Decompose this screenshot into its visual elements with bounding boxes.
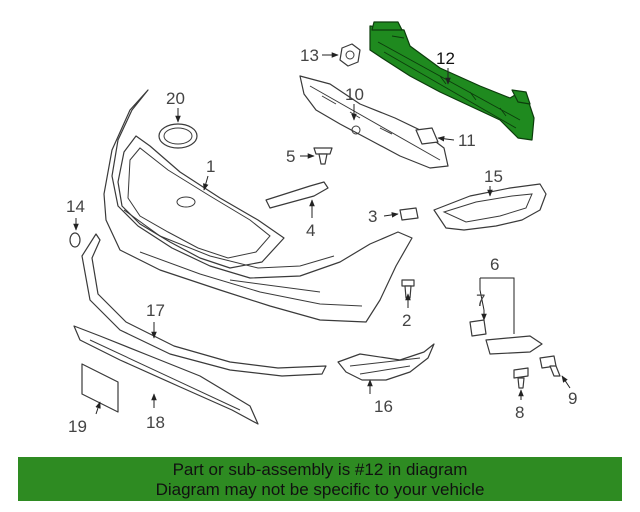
parts-diagram: 12 13 10 11 5 20 1 15 4 3 14 6 7 2 17 16… bbox=[66, 21, 577, 436]
part-11-bracket[interactable] bbox=[415, 127, 439, 145]
part-9-screw[interactable] bbox=[539, 355, 561, 377]
part-6-reflector[interactable] bbox=[485, 335, 543, 355]
part-12-reinforcement-beam[interactable] bbox=[369, 21, 535, 141]
callout-17: 17 bbox=[146, 301, 165, 320]
callout-9: 9 bbox=[568, 389, 577, 408]
part-15-fog-lamp-bezel[interactable] bbox=[433, 183, 547, 231]
callout-13: 13 bbox=[300, 46, 319, 65]
callout-14: 14 bbox=[66, 197, 85, 216]
callout-16: 16 bbox=[374, 397, 393, 416]
leader-lines bbox=[73, 52, 571, 415]
callout-20: 20 bbox=[166, 89, 185, 108]
notice-banner: Part or sub-assembly is #12 in diagram D… bbox=[18, 457, 622, 501]
part-14-plug[interactable] bbox=[69, 232, 81, 248]
callout-6: 6 bbox=[490, 255, 499, 274]
part-16-lower-grille[interactable] bbox=[337, 343, 435, 381]
part-8-screw[interactable] bbox=[513, 367, 529, 389]
callout-7: 7 bbox=[476, 291, 485, 310]
callout-3: 3 bbox=[368, 207, 377, 226]
part-13-nut[interactable] bbox=[339, 43, 361, 67]
callout-5: 5 bbox=[286, 147, 295, 166]
callout-19: 19 bbox=[68, 417, 87, 436]
part-3-retainer[interactable] bbox=[399, 207, 419, 221]
banner-line-1: Part or sub-assembly is #12 in diagram bbox=[172, 460, 468, 479]
part-19-license-bracket[interactable] bbox=[81, 363, 119, 413]
part-1-grille[interactable] bbox=[117, 135, 285, 269]
part-4-molding[interactable] bbox=[265, 181, 329, 209]
callout-2: 2 bbox=[402, 311, 411, 330]
callout-12: 12 bbox=[436, 49, 455, 68]
part-10-energy-absorber[interactable] bbox=[299, 75, 449, 169]
part-20-emblem[interactable] bbox=[158, 123, 198, 149]
callout-4: 4 bbox=[306, 221, 315, 240]
callout-15: 15 bbox=[484, 167, 503, 186]
callout-labels: 12 13 10 11 5 20 1 15 4 3 14 6 7 2 17 16… bbox=[66, 46, 577, 436]
callout-1: 1 bbox=[206, 157, 215, 176]
banner-line-2: Diagram may not be specific to your vehi… bbox=[155, 480, 485, 499]
part-7-clip[interactable] bbox=[469, 319, 487, 337]
part-18-lower-trim[interactable] bbox=[73, 325, 259, 425]
callout-18: 18 bbox=[146, 413, 165, 432]
part-5-clip[interactable] bbox=[313, 147, 333, 165]
callout-10: 10 bbox=[345, 85, 364, 104]
callout-11: 11 bbox=[458, 131, 476, 150]
callout-8: 8 bbox=[515, 403, 524, 422]
bumper-cover bbox=[103, 89, 413, 323]
part-17-lower-strip[interactable] bbox=[81, 233, 327, 377]
